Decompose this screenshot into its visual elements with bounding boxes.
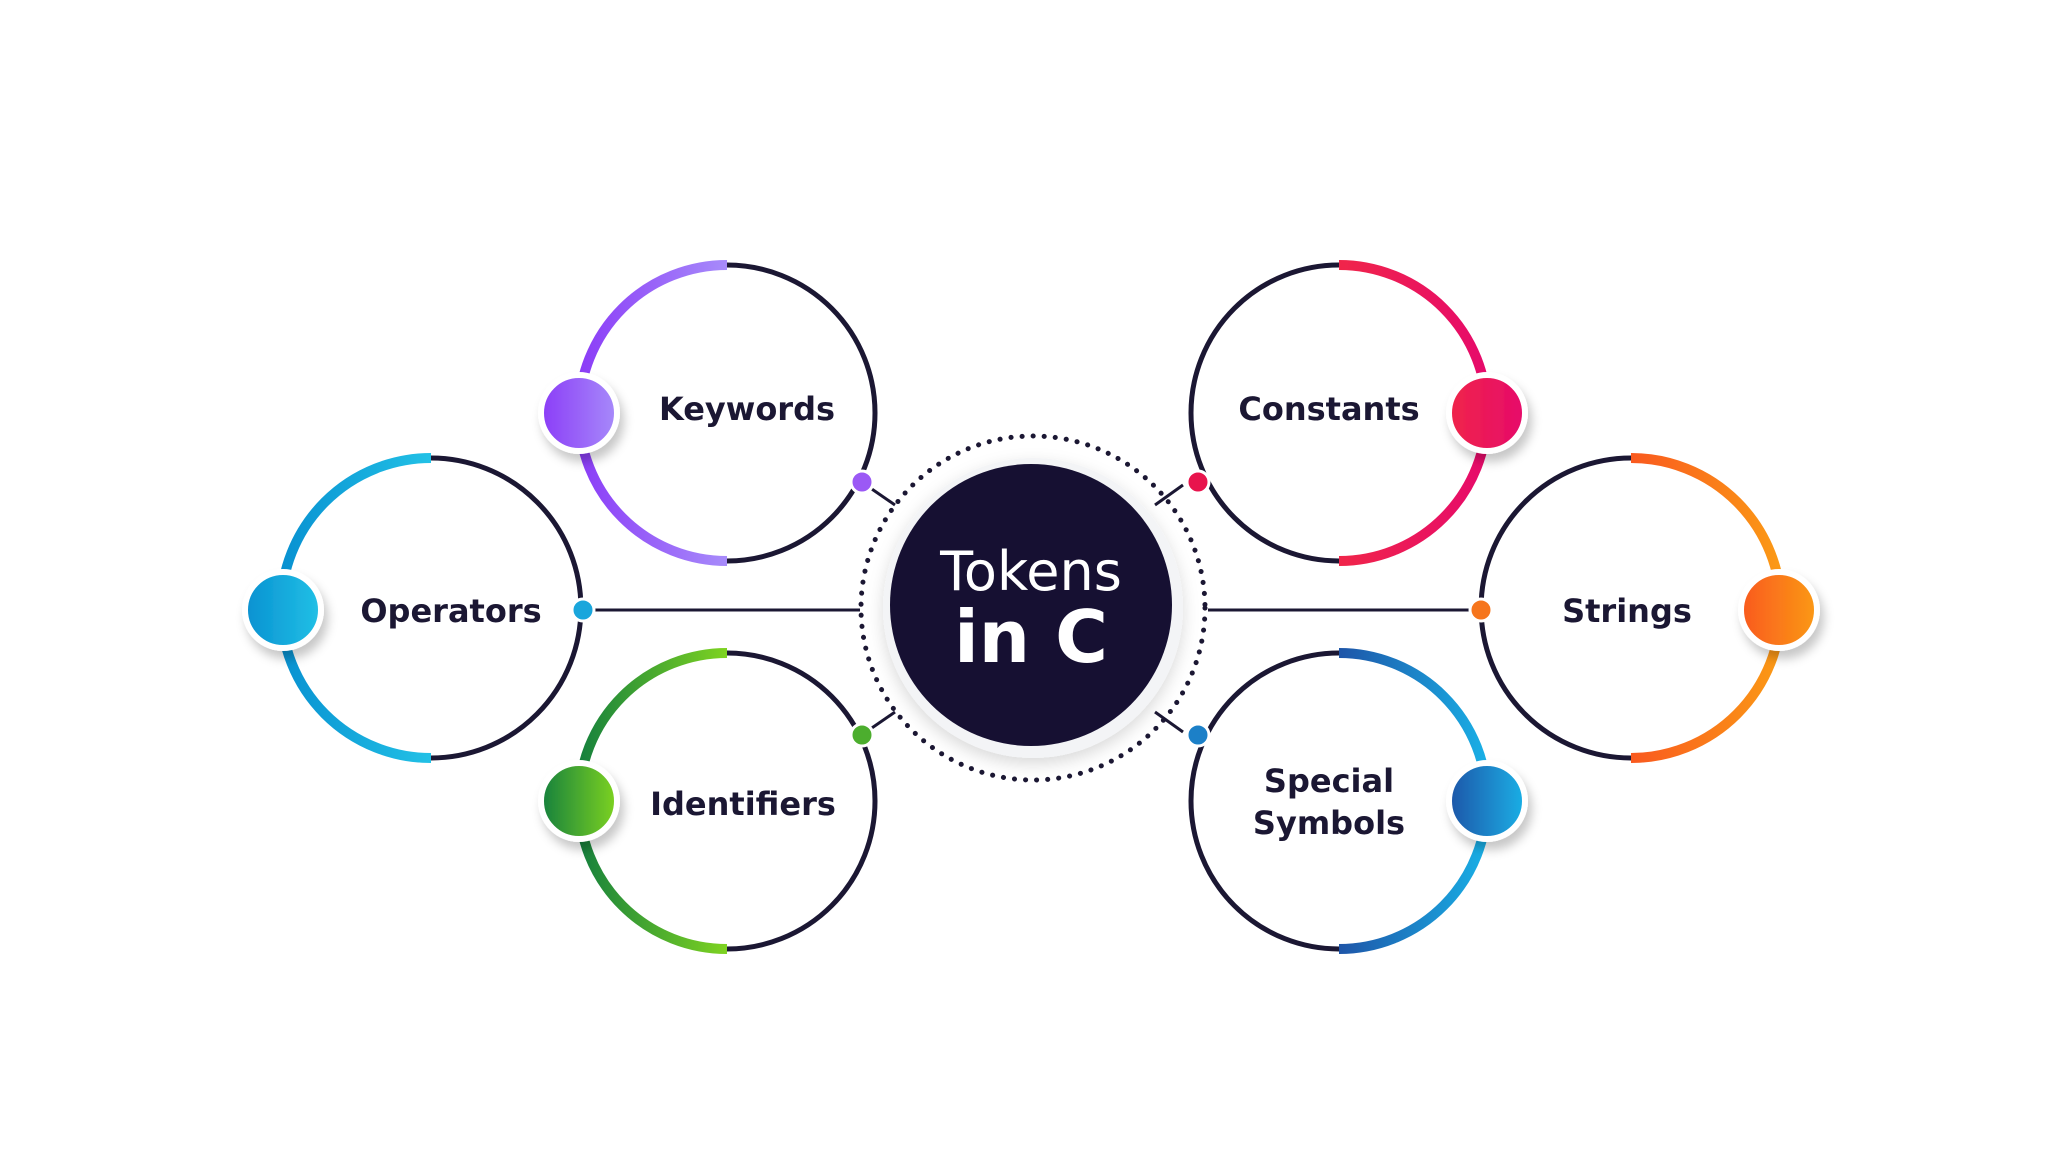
identifiers-connector-dot [849,722,875,748]
keywords-connector-dot [849,469,875,495]
ring-dark-arc [726,650,878,952]
center-hub: Tokens in C [858,433,1208,783]
node-operators: Operators [242,453,596,763]
svg-text:Tokens: Tokens [939,540,1122,603]
ring-dark-arc [1188,650,1340,952]
svg-text:Identifiers: Identifiers [650,785,836,823]
special-symbols-bullet-icon [1446,760,1528,842]
strings-bullet-icon [1738,569,1820,651]
constants-bullet-icon [1446,372,1528,454]
node-constants: Constants [1185,260,1528,566]
strings-label: Strings [1562,592,1692,630]
keywords-label: Keywords [659,390,835,428]
constants-connector-dot [1185,469,1211,495]
ring-dark-arc [1188,262,1340,564]
svg-text:Special: Special [1264,762,1394,800]
constants-label: Constants [1238,390,1419,428]
svg-text:Keywords: Keywords [659,390,835,428]
node-strings: Strings [1468,453,1820,763]
keywords-bullet-icon [538,372,620,454]
operators-label: Operators [360,592,541,630]
svg-text:in C: in C [954,595,1108,679]
connector-special-symbols [1154,710,1184,734]
center-title-line1: Tokens [939,540,1122,603]
center-disc [890,464,1172,746]
node-special-symbols: Special Symbols [1185,648,1528,954]
special-symbols-label-line2: Symbols [1253,804,1405,842]
center-dotted-ring [858,433,1208,783]
svg-text:Symbols: Symbols [1253,804,1405,842]
identifiers-bullet-icon [538,760,620,842]
node-identifiers: Identifiers [538,648,878,954]
identifiers-label: Identifiers [650,785,836,823]
node-keywords: Keywords [538,260,878,566]
operators-bullet-icon [242,569,324,651]
strings-connector-dot [1468,597,1494,623]
special-symbols-label-line1: Special [1264,762,1394,800]
ring-dark-arc [726,262,878,564]
special-symbols-connector-dot [1185,722,1211,748]
svg-text:Constants: Constants [1238,390,1419,428]
svg-text:Strings: Strings [1562,592,1692,630]
svg-text:Operators: Operators [360,592,541,630]
operators-connector-dot [570,597,596,623]
center-title-line2: in C [954,595,1108,679]
connector-constants [1154,483,1184,507]
